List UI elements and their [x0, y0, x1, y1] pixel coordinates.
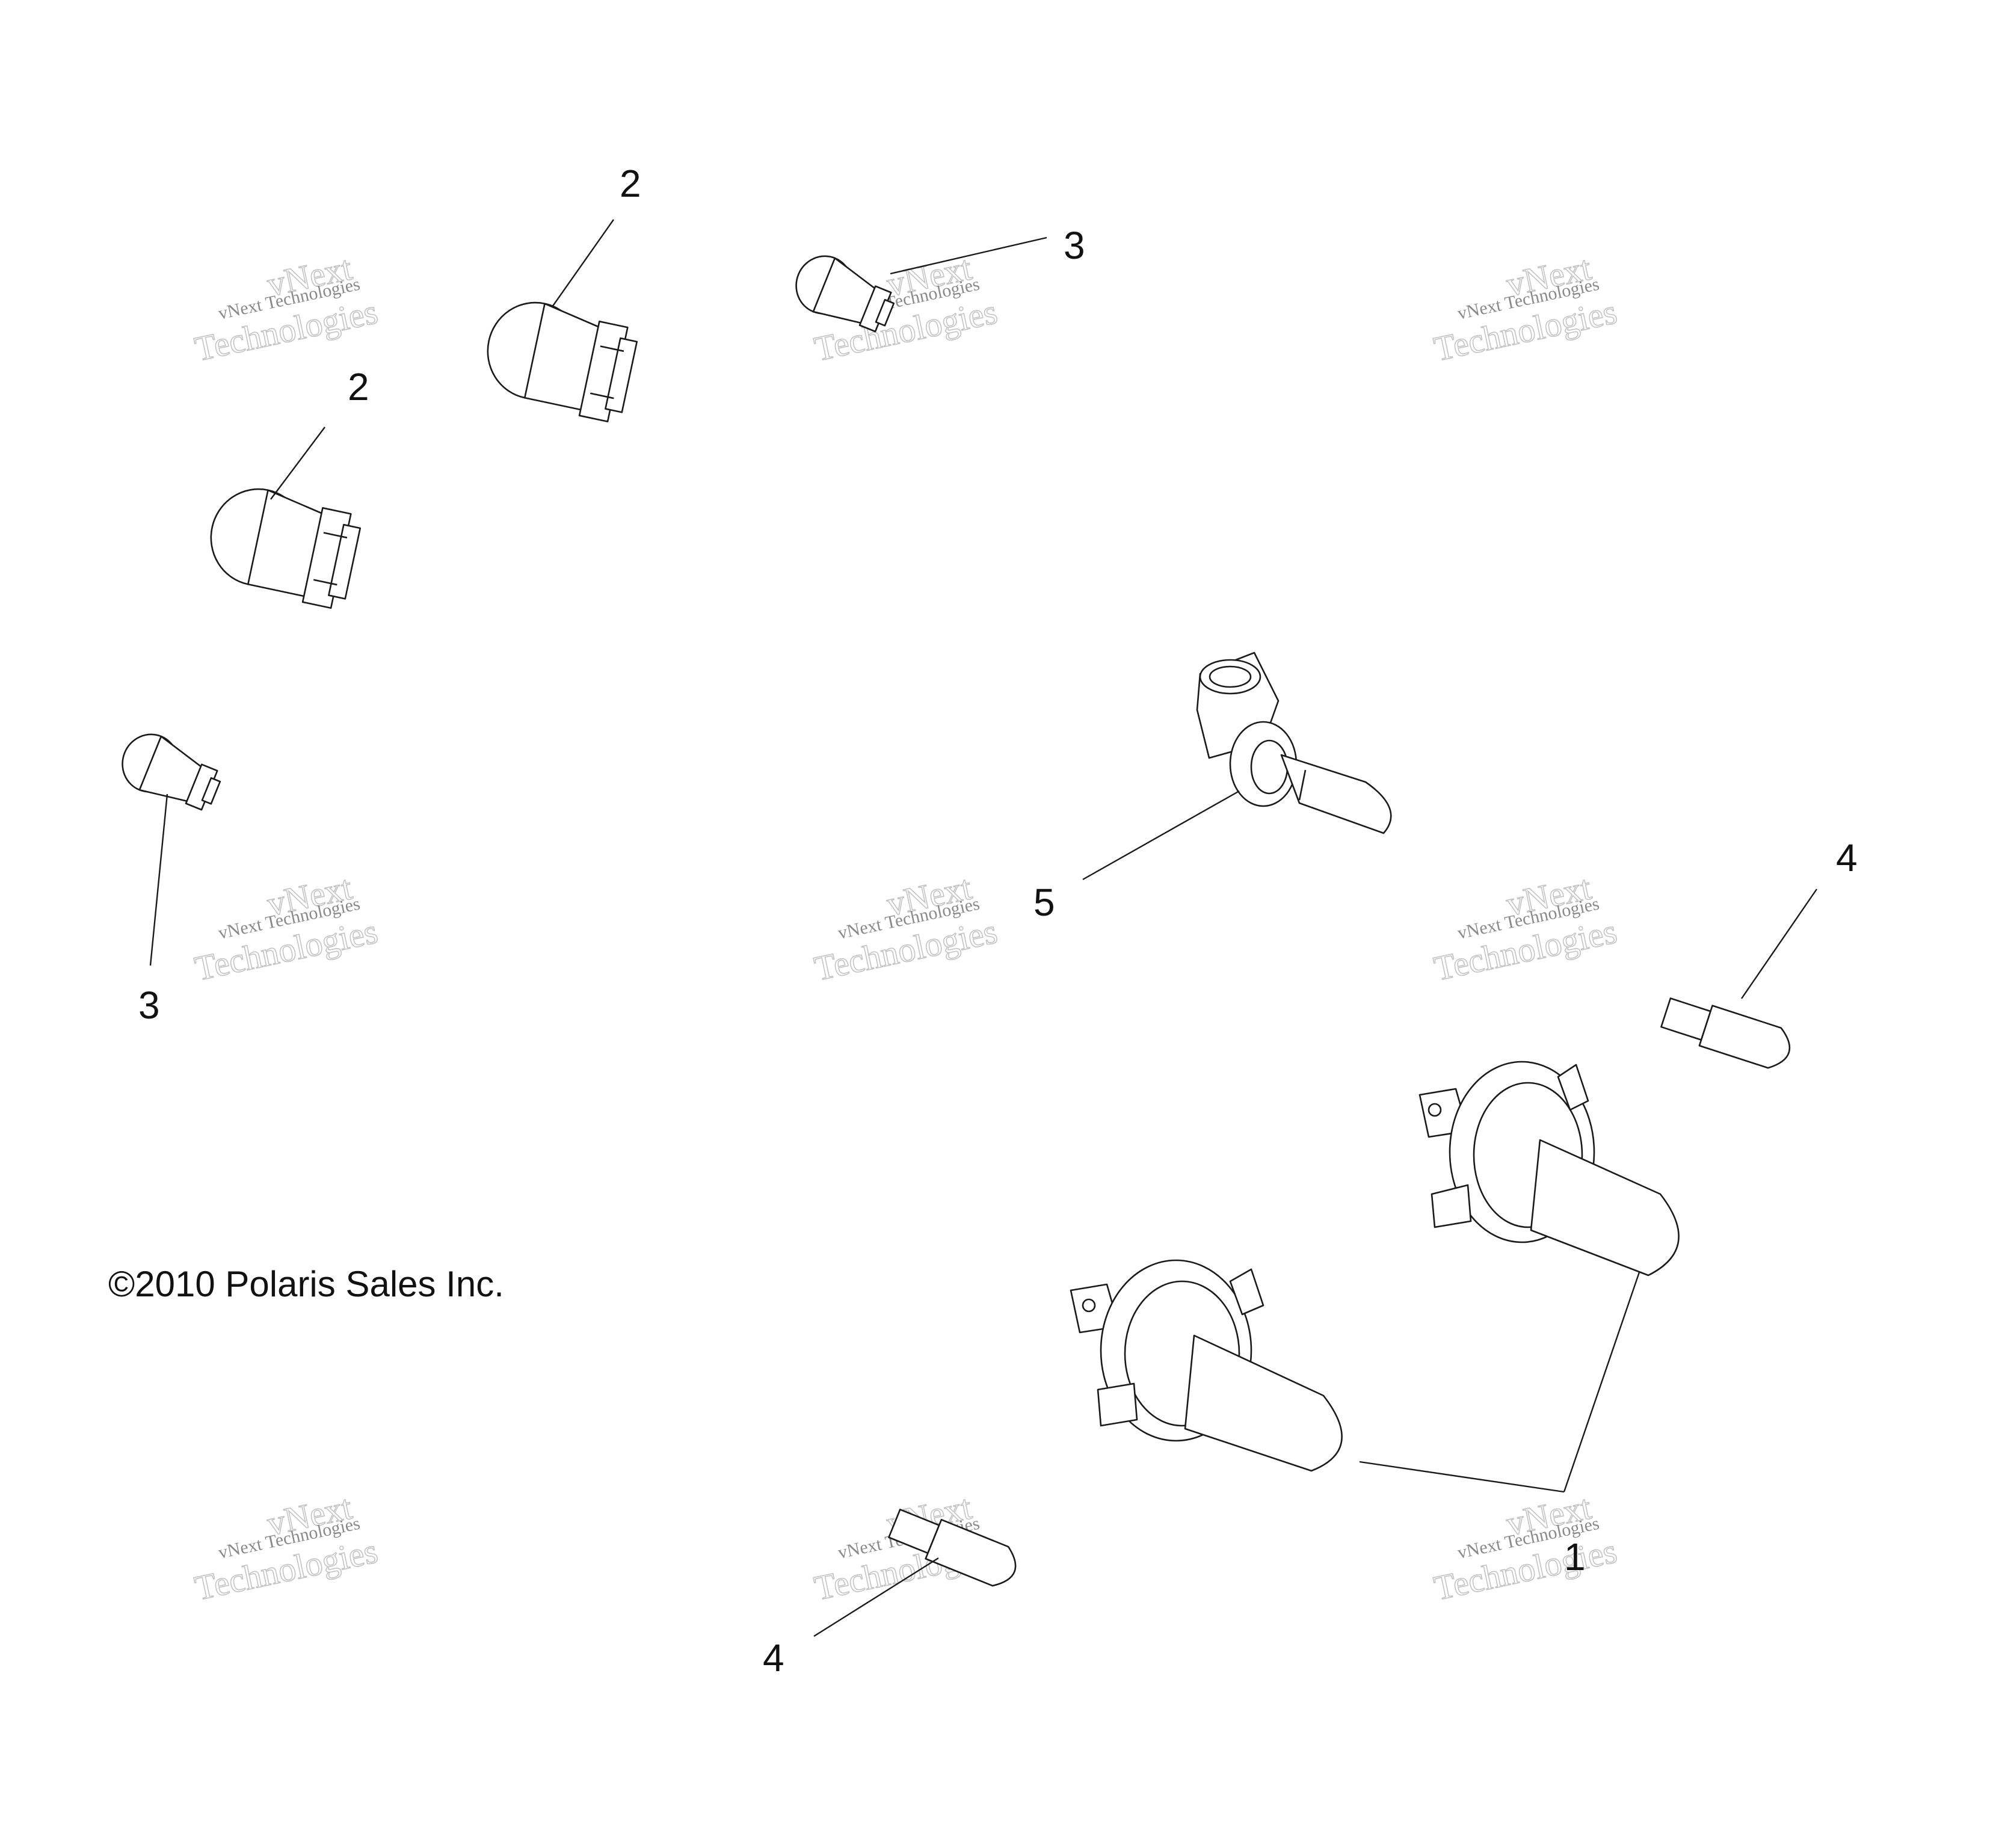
t-bulb-4-bottom: [888, 1508, 1017, 1587]
callout-4-bottom: 4: [763, 1636, 784, 1680]
t-bulb-4-right: [1660, 997, 1791, 1069]
mini-wedge-bulb-3-lower: [122, 733, 221, 811]
callout-2-lower: 2: [348, 365, 369, 408]
watermark: Technologies vNext vNext Technologies: [191, 248, 381, 369]
h4-headlamp-bulb-1-upper: [1418, 1061, 1680, 1277]
callout-3-lower: 3: [138, 984, 160, 1027]
callout-2-upper: 2: [620, 162, 641, 205]
callout-3-upper: 3: [1064, 224, 1085, 267]
headlamp-bulb-5: [1196, 651, 1392, 834]
watermark: Technologies vNext vNext Technologies: [1430, 248, 1621, 369]
wedge-bulb-2-upper: [487, 301, 638, 423]
callout-4-right: 4: [1836, 836, 1858, 879]
watermark: Technologies vNext vNext Technologies: [191, 1487, 381, 1609]
watermark: Technologies vNext vNext Technologies: [810, 248, 1001, 369]
watermark: Technologies vNext vNext Technologies: [810, 867, 1001, 989]
watermark: Technologies vNext vNext Technologies: [1430, 867, 1621, 989]
wedge-bulb-2-lower: [210, 488, 362, 609]
h4-headlamp-bulb-1-lower: [1070, 1259, 1343, 1472]
copyright-notice: ©2010 Polaris Sales Inc.: [108, 1264, 504, 1304]
watermark: Technologies vNext vNext Technologies: [1430, 1487, 1621, 1609]
watermark: Technologies vNext vNext Technologies: [191, 867, 381, 989]
callout-5: 5: [1033, 881, 1055, 924]
mini-wedge-bulb-3-upper: [795, 255, 895, 333]
callout-1: 1: [1564, 1535, 1586, 1578]
leader-lines: [149, 219, 1817, 1637]
